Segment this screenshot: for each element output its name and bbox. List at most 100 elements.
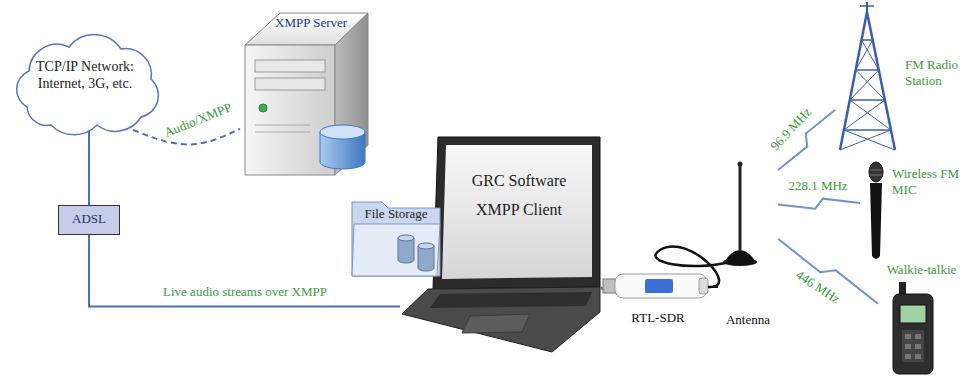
server-illustration	[255, 60, 325, 72]
walkie-talkie-illustration	[900, 305, 926, 323]
radio-tower-illustration	[840, 2, 895, 150]
server-illustration	[320, 125, 365, 139]
cloud-outline	[17, 35, 159, 135]
antenna: Antenna	[718, 158, 778, 330]
walkie-talkie-illustration	[915, 334, 921, 339]
text-block: Walkie-talkie	[878, 262, 965, 278]
walkie-talkie-illustration	[905, 334, 911, 339]
audio-stream-line	[89, 235, 400, 307]
laptop-illustration	[430, 292, 592, 308]
edge-label: Audio/XMPP	[160, 99, 236, 142]
text-block: TCP/IP Network: Internet, 3G, etc.	[27, 59, 143, 93]
walkie-talkie-illustration	[905, 344, 911, 349]
antenna-cable	[713, 285, 718, 288]
walkie-talkie: Walkie-talkie	[878, 262, 965, 375]
text-block: XMPP Server	[275, 15, 347, 31]
text-block: FM Radio Station	[905, 57, 965, 88]
edge-label: 446 MHz	[791, 266, 844, 308]
adsl-box: ADSL	[58, 205, 120, 235]
walkie-talkie-illustration	[893, 282, 933, 374]
laptop: GRC SoftwareXMPP Client	[400, 135, 600, 355]
server-illustration	[255, 78, 325, 90]
microphone-illustration	[870, 183, 882, 259]
node-label: File Storage	[356, 206, 436, 222]
edge-label: 228.1 MHz	[786, 178, 849, 194]
node-label: Antenna	[718, 312, 778, 328]
text-block: RTL-SDR	[603, 310, 713, 326]
antenna-illustration	[723, 258, 757, 266]
radio-tower-illustration	[850, 99, 885, 101]
radio-tower-illustration	[850, 70, 879, 100]
walkie-talkie-illustration	[893, 294, 933, 374]
walkie-talkie-illustration	[915, 354, 921, 359]
radio-tower-illustration	[844, 129, 891, 131]
node-label: TCP/IP Network: Internet, 3G, etc.	[27, 59, 143, 93]
laptop-illustration	[462, 314, 530, 333]
radio-tower-illustration	[856, 69, 879, 71]
node-label: RTL-SDR	[603, 310, 713, 326]
walkie-talkie-illustration	[902, 330, 924, 362]
radio-tower-illustration	[844, 100, 885, 130]
rtl-sdr-illustration	[603, 274, 708, 298]
radio-tower-illustration	[860, 5, 874, 7]
laptop-illustration	[442, 145, 592, 279]
microphone-illustration	[870, 170, 882, 171]
antenna-illustration	[655, 247, 730, 288]
walkie-talkie-illustration	[915, 344, 921, 349]
rtl-sdr-illustration	[603, 279, 616, 293]
laptop-illustration	[402, 287, 600, 352]
folder-illustration	[398, 235, 414, 241]
text-block: Antenna	[718, 312, 778, 328]
xmpp-server: XMPP Server	[240, 5, 370, 177]
usb-link	[600, 286, 603, 290]
microphone-illustration	[869, 162, 883, 259]
folder-illustration	[418, 243, 434, 249]
radio-tower-illustration	[856, 40, 873, 70]
radio-tower-illustration	[856, 70, 885, 100]
folder-illustration	[352, 202, 440, 276]
server-illustration	[255, 132, 310, 133]
file-storage-folder: File Storage	[352, 198, 440, 276]
edge-label: 96.9 MHz	[766, 103, 816, 155]
laptop-illustration	[402, 137, 600, 352]
server-illustration	[255, 125, 310, 126]
server-illustration	[259, 104, 267, 112]
text-block: ADSL	[59, 211, 119, 227]
server-illustration	[245, 13, 368, 175]
text-block: File Storage	[356, 206, 436, 222]
rtl-sdr-illustration	[699, 278, 708, 294]
edge-label: Live audio streams over XMPP	[161, 284, 329, 300]
wireless-mic: Wireless FM MIC	[860, 160, 965, 260]
node-label: XMPP Server	[275, 15, 347, 31]
microphone-illustration	[870, 175, 882, 176]
antenna-illustration	[739, 164, 742, 250]
folder-illustration	[352, 202, 440, 276]
radio-tower-illustration	[850, 100, 891, 130]
antenna-illustration	[738, 162, 743, 167]
node-label: Walkie-talkie	[878, 262, 965, 278]
node-label: GRC Software	[446, 171, 592, 190]
radio-tower-illustration	[844, 130, 895, 150]
rtl-sdr-illustration	[615, 274, 707, 298]
rtl-sdr-illustration	[645, 279, 673, 293]
node-label: FM Radio Station	[905, 57, 965, 88]
folder-illustration	[418, 246, 434, 271]
folder-illustration	[398, 238, 414, 263]
microphone-illustration	[869, 162, 883, 182]
antenna-illustration	[655, 162, 757, 288]
fm-radio-tower: FM Radio Station	[835, 5, 965, 155]
radio-link	[778, 199, 860, 209]
walkie-talkie-illustration	[905, 354, 911, 359]
network-line	[88, 130, 90, 205]
folder-illustration	[352, 224, 440, 276]
text-block: Wireless FM MIC	[892, 166, 962, 197]
rtl-sdr-dongle: RTL-SDR	[603, 268, 713, 330]
radio-tower-illustration	[866, 2, 868, 12]
laptop-illustration	[433, 137, 600, 289]
network-cloud: TCP/IP Network: Internet, 3G, etc.	[5, 25, 165, 130]
node-label: Wireless FM MIC	[892, 166, 962, 197]
radio-tower-illustration	[840, 130, 891, 150]
node-label: ADSL	[59, 211, 119, 227]
node-label: XMPP Client	[446, 200, 592, 219]
